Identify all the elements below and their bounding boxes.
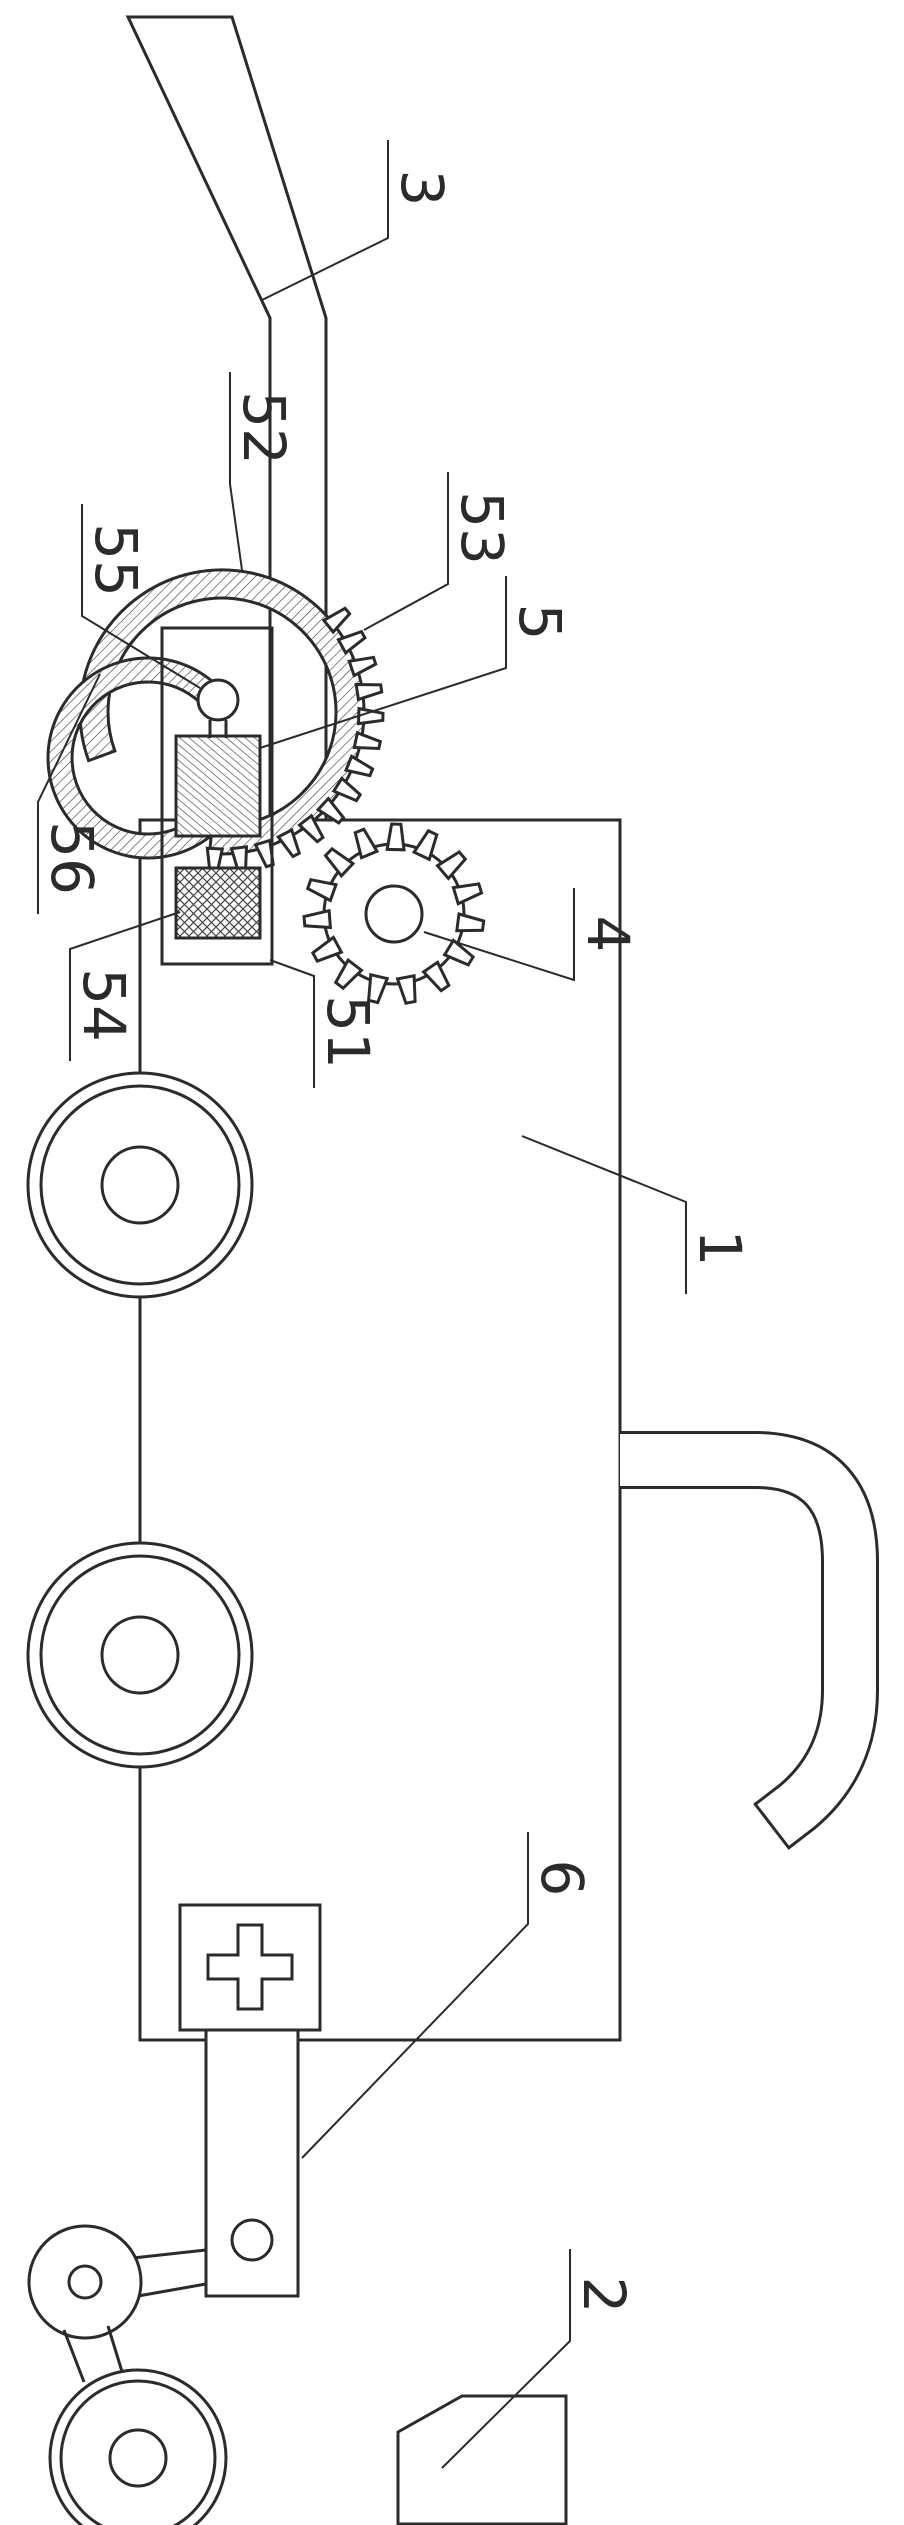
- hatched-block-upper-5: [174, 734, 262, 838]
- leader-line-1: [521, 1135, 687, 1294]
- linkage-line-2: [137, 2282, 207, 2298]
- cross-mark: [206, 1923, 294, 2011]
- linkage-line-3: [62, 2329, 86, 2383]
- ref-label-52: 52: [230, 391, 298, 465]
- base-plate-2: [396, 2394, 568, 2525]
- leader-line-52: [229, 372, 243, 571]
- ref-label-3: 3: [388, 170, 456, 207]
- wheel-lower-hub: [100, 1615, 180, 1695]
- machine-body: [138, 818, 622, 2042]
- ref-label-51: 51: [314, 995, 382, 1069]
- hatched-block-lower-54: [174, 866, 262, 940]
- leader-line-5: [259, 576, 507, 749]
- leader-line-51: [269, 959, 315, 1088]
- ref-label-4: 4: [574, 916, 642, 953]
- arm-pin-hole: [230, 2218, 274, 2262]
- leader-line-6: [301, 1832, 529, 2159]
- ref-label-55: 55: [82, 523, 150, 597]
- leader-line-3: [261, 140, 389, 301]
- leader-line-54: [69, 911, 181, 1061]
- pin-shaft-lines: [208, 720, 228, 738]
- ref-label-56: 56: [38, 821, 106, 895]
- linkage-line-1: [132, 2248, 207, 2260]
- ref-label-6: 6: [528, 1860, 596, 1897]
- gear-teeth: [302, 822, 486, 1005]
- ref-label-2: 2: [570, 2277, 638, 2314]
- leader-line-4: [423, 888, 575, 982]
- ref-label-54: 54: [70, 968, 138, 1042]
- leader-line-55: [81, 504, 201, 689]
- leader-line-53: [363, 472, 449, 631]
- handle-end-cap: [753, 1802, 791, 1850]
- ref-label-5: 5: [506, 604, 574, 641]
- ref-label-1: 1: [686, 1230, 754, 1267]
- linkage-line-4: [106, 2325, 126, 2379]
- ref-label-53: 53: [448, 491, 516, 565]
- idler-wheel-hub: [67, 2264, 103, 2300]
- pivot-pin-55: [196, 678, 240, 722]
- leader-line-2: [441, 2249, 571, 2469]
- gear-hub: [364, 884, 424, 944]
- blade-arm: [125, 15, 328, 822]
- sector-guard-52: [78, 568, 366, 856]
- leader-line-56: [37, 673, 101, 914]
- wheel-upper-hub: [100, 1145, 180, 1225]
- lower-wheel-hub: [108, 2428, 168, 2488]
- slider-housing-51: [160, 626, 274, 966]
- handle-tube-inner: [620, 1434, 876, 1847]
- wheel-lower: [26, 1541, 254, 1769]
- wheel-upper: [26, 1071, 254, 1299]
